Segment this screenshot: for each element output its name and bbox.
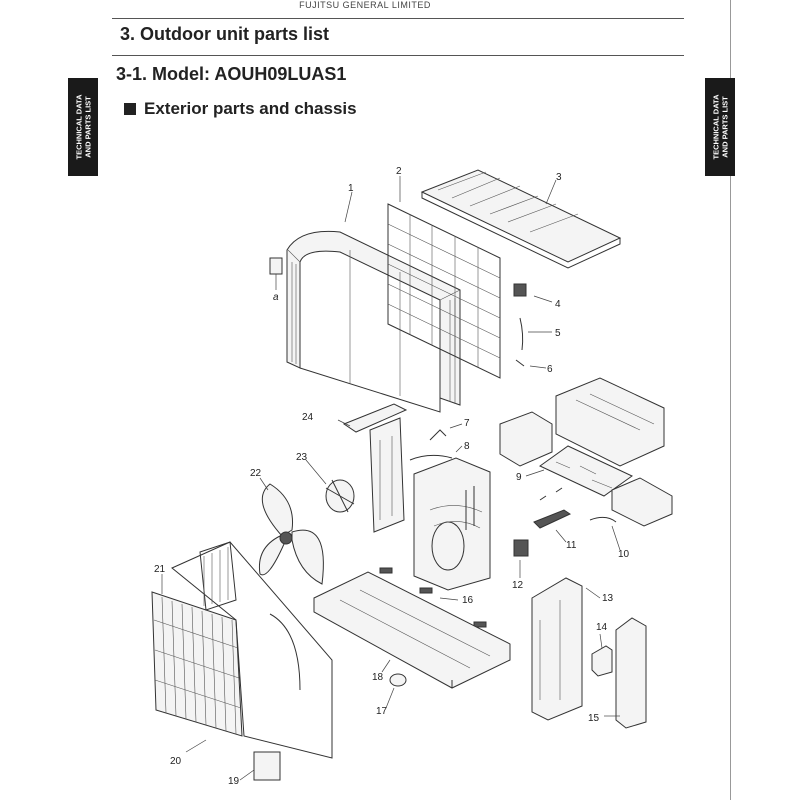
callout-18: 18 bbox=[372, 672, 384, 683]
callout-4: 4 bbox=[555, 299, 561, 310]
section-title: 3. Outdoor unit parts list bbox=[120, 24, 330, 44]
compressor-assembly bbox=[413, 457, 491, 591]
part-14-bracket bbox=[591, 645, 613, 677]
callout-5: 5 bbox=[555, 328, 561, 339]
callout-19: 19 bbox=[228, 776, 240, 787]
part-20-front-panel bbox=[171, 541, 333, 759]
part-13-side-panel bbox=[531, 577, 583, 721]
callout-9: 9 bbox=[516, 472, 522, 483]
page-edge-line bbox=[730, 0, 731, 800]
part-9-pcb bbox=[539, 445, 633, 497]
part-3-top-panel bbox=[420, 169, 622, 269]
callout-7: 7 bbox=[464, 418, 470, 429]
part-22-propeller-fan bbox=[258, 483, 324, 585]
part-a-bracket bbox=[269, 257, 283, 290]
part-7-clip bbox=[429, 429, 447, 441]
callout-17: 17 bbox=[376, 706, 388, 717]
callout-20: 20 bbox=[170, 756, 182, 767]
part-2-wire-guard bbox=[387, 203, 501, 379]
callout-24: 24 bbox=[302, 412, 314, 423]
callout-a: a bbox=[273, 292, 279, 303]
callout-2: 2 bbox=[396, 166, 402, 177]
part-6-sensor bbox=[515, 359, 525, 367]
leader-lines bbox=[161, 176, 621, 781]
callout-6: 6 bbox=[547, 364, 553, 375]
part-23-fan-motor bbox=[325, 479, 355, 513]
callout-labels: 1 2 3 4 5 6 7 8 9 10 11 12 13 14 15 16 1… bbox=[154, 166, 630, 787]
callout-16: 16 bbox=[462, 595, 474, 606]
part-24-bracket bbox=[342, 403, 408, 533]
callout-11: 11 bbox=[566, 540, 577, 551]
part-8-wire bbox=[409, 454, 453, 461]
callout-22: 22 bbox=[250, 468, 262, 479]
part-17-drain-cap bbox=[389, 673, 407, 687]
callout-23: 23 bbox=[296, 452, 308, 463]
part-1-heat-exchanger bbox=[286, 230, 461, 413]
electrical-box bbox=[499, 411, 553, 467]
part-18-base-pan bbox=[313, 571, 511, 689]
model-title: 3-1. Model: AOUH09LUAS1 bbox=[116, 64, 347, 84]
square-bullet-icon bbox=[124, 103, 136, 115]
callout-13: 13 bbox=[602, 593, 614, 604]
part-10-wire bbox=[589, 516, 617, 523]
callout-14: 14 bbox=[596, 622, 608, 633]
control-box bbox=[555, 377, 665, 467]
callout-15: 15 bbox=[588, 713, 600, 724]
part-16-base-fittings bbox=[379, 567, 487, 628]
subsection-title: Exterior parts and chassis bbox=[124, 99, 357, 119]
callout-21: 21 bbox=[154, 564, 166, 575]
side-tab-left: TECHNICAL DATA AND PARTS LIST bbox=[68, 78, 98, 176]
callout-8: 8 bbox=[464, 441, 470, 452]
company-header: FUJITSU GENERAL LIMITED bbox=[299, 0, 431, 10]
part-21-front-grille bbox=[151, 591, 243, 737]
side-tab-right: TECHNICAL DATA AND PARTS LIST bbox=[705, 78, 735, 176]
part-15-service-cover bbox=[615, 617, 647, 729]
part-12-component bbox=[513, 539, 529, 557]
terminal-box bbox=[611, 477, 673, 527]
part-5-rod bbox=[519, 317, 524, 351]
callout-10: 10 bbox=[618, 549, 630, 560]
header-rule bbox=[112, 18, 684, 19]
part-11-module bbox=[533, 487, 572, 529]
callout-3: 3 bbox=[556, 172, 562, 183]
section-rule bbox=[112, 55, 684, 56]
part-19-nameplate bbox=[253, 751, 281, 781]
part-4-holder bbox=[513, 283, 527, 297]
callout-1: 1 bbox=[348, 183, 354, 194]
callout-12: 12 bbox=[512, 580, 524, 591]
subsection-title-text: Exterior parts and chassis bbox=[144, 99, 357, 118]
